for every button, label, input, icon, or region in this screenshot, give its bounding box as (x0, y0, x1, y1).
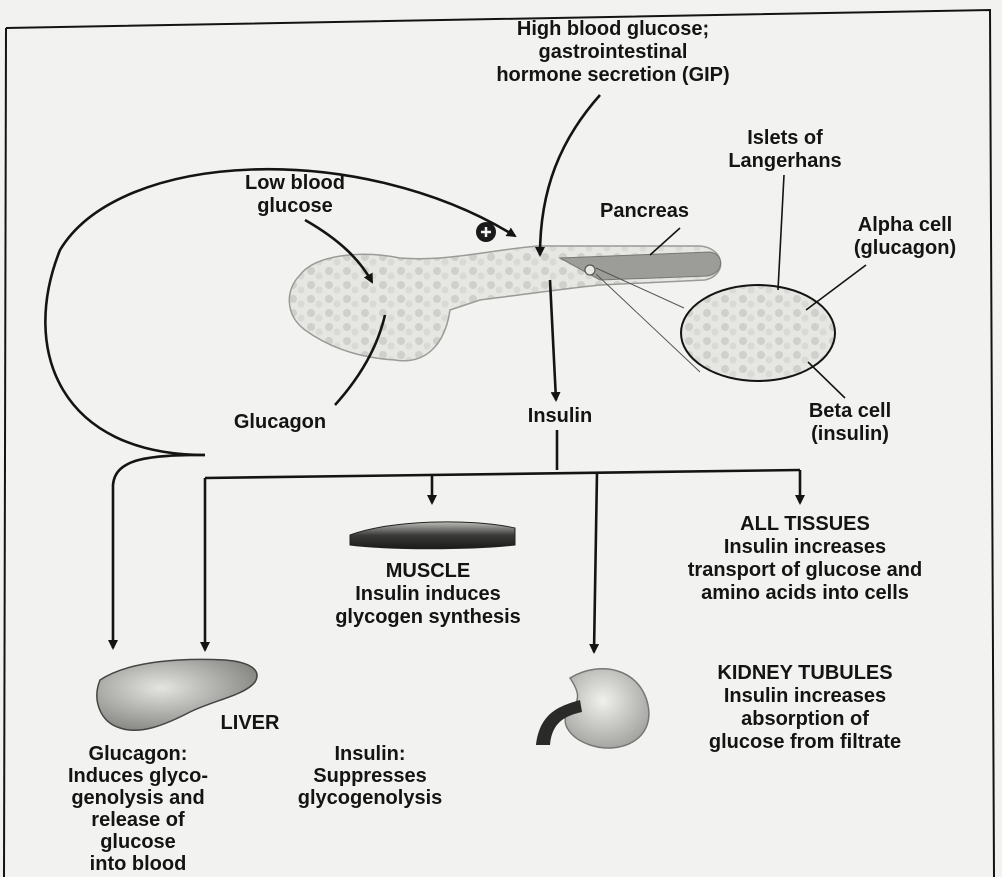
insulin-branch-bar (205, 470, 800, 478)
muscle-title: MUSCLE (283, 560, 573, 583)
pancreas-text: Pancreas (600, 200, 780, 223)
kidney-line-2: absorption of (640, 708, 970, 731)
kidney-title: KIDNEY TUBULES (640, 662, 970, 685)
stimulus-line-1: High blood glucose; (458, 18, 768, 41)
stimulus-line-3: hormone secretion (GIP) (458, 64, 768, 87)
kidney-illustration (536, 669, 649, 748)
muscle-label: MUSCLE Insulin induces glycogen synthesi… (283, 560, 573, 629)
all-tissues-line-2: transport of glucose and (615, 559, 995, 582)
low-glucose-label: Low blood glucose (210, 172, 380, 218)
beta-cell-line-2: (insulin) (770, 423, 930, 446)
liver-insulin-line-3: glycogenolysis (255, 787, 485, 809)
islets-line-2: Langerhans (705, 150, 865, 173)
glucagon-text: Glucagon (200, 411, 360, 434)
arrow-insulin-to-kidney (594, 472, 597, 652)
islets-label: Islets of Langerhans (705, 127, 865, 173)
liver-glucagon-label: Glucagon: Induces glyco- genolysis and r… (28, 743, 248, 875)
low-glucose-line-1: Low blood (210, 172, 380, 195)
liver-glucagon-line-3: genolysis and (28, 787, 248, 809)
stimulus-label: High blood glucose; gastrointestinal hor… (458, 18, 768, 87)
plus-circle-icon (476, 222, 496, 242)
alpha-cell-line-2: (glucagon) (820, 237, 990, 260)
liver-glucagon-line-6: into blood (28, 853, 248, 875)
arrow-stimulus-to-pancreas (540, 95, 600, 255)
all-tissues-line-3: amino acids into cells (615, 582, 995, 605)
muscle-line-1: Insulin induces (283, 583, 573, 606)
kidney-line-3: glucose from filtrate (640, 731, 970, 754)
insulin-label: Insulin (500, 405, 620, 428)
islets-line-1: Islets of (705, 127, 865, 150)
kidney-line-1: Insulin increases (640, 685, 970, 708)
pancreas-illustration (289, 246, 720, 361)
beta-cell-label: Beta cell (insulin) (770, 400, 930, 446)
all-tissues-title: ALL TISSUES (615, 513, 995, 536)
liver-title: LIVER (190, 712, 310, 735)
arrow-insulin-release (550, 280, 556, 400)
liver-insulin-line-1: Insulin: (255, 743, 485, 765)
liver-glucagon-line-5: glucose (28, 831, 248, 853)
all-tissues-label: ALL TISSUES Insulin increases transport … (615, 513, 995, 605)
liver-glucagon-line-2: Induces glyco- (28, 765, 248, 787)
muscle-line-2: glycogen synthesis (283, 606, 573, 629)
low-glucose-line-2: glucose (210, 195, 380, 218)
liver-insulin-label: Insulin: Suppresses glycogenolysis (255, 743, 485, 809)
liver-glucagon-line-1: Glucagon: (28, 743, 248, 765)
muscle-illustration (350, 522, 515, 549)
liver-glucagon-line-4: release of (28, 809, 248, 831)
page-left-edge (4, 28, 6, 877)
pointer-islets (778, 175, 784, 290)
pancreas-label: Pancreas (600, 200, 780, 223)
arrow-glucagon-to-liver (113, 455, 205, 648)
liver-insulin-line-2: Suppresses (255, 765, 485, 787)
islet-illustration (596, 268, 835, 381)
alpha-cell-line-1: Alpha cell (820, 214, 990, 237)
pointer-beta-cell (808, 362, 845, 398)
glucagon-label: Glucagon (200, 411, 360, 434)
pointer-alpha-cell (806, 265, 866, 310)
beta-cell-line-1: Beta cell (770, 400, 930, 423)
liver-label: LIVER (190, 712, 310, 735)
stimulus-line-2: gastrointestinal (458, 41, 768, 64)
insulin-text: Insulin (500, 405, 620, 428)
alpha-cell-label: Alpha cell (glucagon) (820, 214, 990, 260)
kidney-label: KIDNEY TUBULES Insulin increases absorpt… (640, 662, 970, 754)
all-tissues-line-1: Insulin increases (615, 536, 995, 559)
